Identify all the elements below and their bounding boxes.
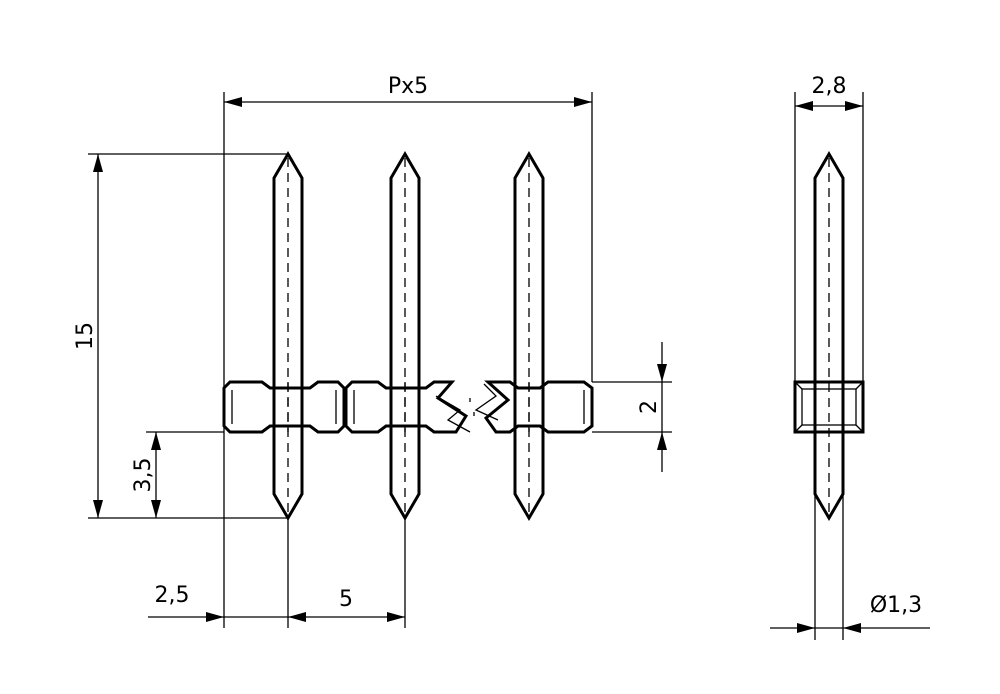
insulator-segment-2 [344,380,469,434]
dimension-15: 15 [73,154,103,518]
dim-label-5: 5 [339,587,353,612]
dimension-diameter: Ø1,3 [770,593,930,633]
dimension-3-5: 3,5 [131,432,161,518]
side-view [793,151,865,521]
insulator-segment-3 [483,380,594,434]
dimension-2: 2 [637,342,667,472]
dim-label-2-8: 2,8 [812,74,847,99]
extension-lines [88,92,864,640]
dim-label-2: 2 [637,400,662,414]
pin-3 [513,151,545,521]
break-lines [435,383,499,433]
dim-label-diameter: Ø1,3 [870,593,922,618]
pin-2 [389,151,421,521]
dimension-2-8: 2,8 [795,74,863,111]
dimension-px5: Px5 [224,74,592,107]
dimension-5: 5 [288,587,405,622]
dim-label-15: 15 [73,322,98,350]
insulator-segment-1 [222,380,346,434]
dim-label-2-5: 2,5 [155,583,190,608]
dim-label-3-5: 3,5 [131,458,156,493]
pin-1 [272,151,304,521]
dim-label-px5: Px5 [388,74,428,99]
dimension-2-5: 2,5 [148,583,306,622]
front-view [222,151,594,521]
